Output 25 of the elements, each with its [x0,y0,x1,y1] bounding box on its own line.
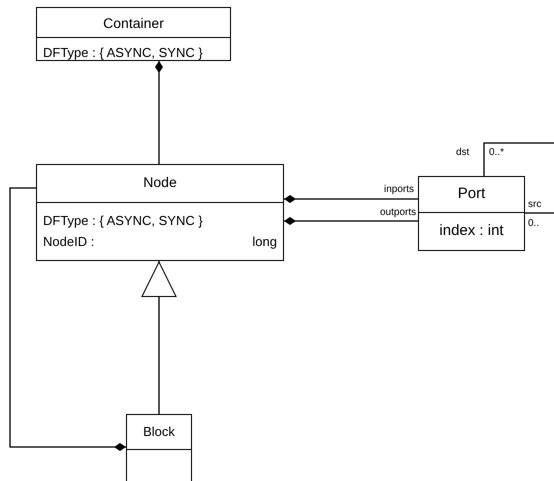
attribute-text: index : int [439,222,504,239]
role-label: outports [380,207,416,218]
composition-line [284,217,418,225]
class-name: Node [143,174,177,190]
generalization-arrow [142,261,176,414]
class-box [36,164,284,261]
role-label: inports [384,184,414,195]
class-box [418,176,525,251]
attribute-text: DFType : { ASYNC, SYNC } [43,213,203,228]
role-label: dst [456,147,470,158]
composition-line [284,195,418,203]
role-label: src [528,199,542,210]
class-box [126,414,192,481]
class-box [36,7,231,61]
attribute-text: DFType : { ASYNC, SYNC } [43,45,203,60]
attribute-type: long [252,234,277,249]
attribute-text: NodeID : [43,234,94,249]
composition-line [155,61,163,164]
composition-line [9,187,126,451]
multiplicity-label: 0..* [489,147,504,158]
association-line [483,142,554,214]
class-name: Container [103,15,164,31]
class-name: Port [458,185,486,202]
multiplicity-label: 0.. [528,218,540,229]
class-name: Block [143,424,175,439]
